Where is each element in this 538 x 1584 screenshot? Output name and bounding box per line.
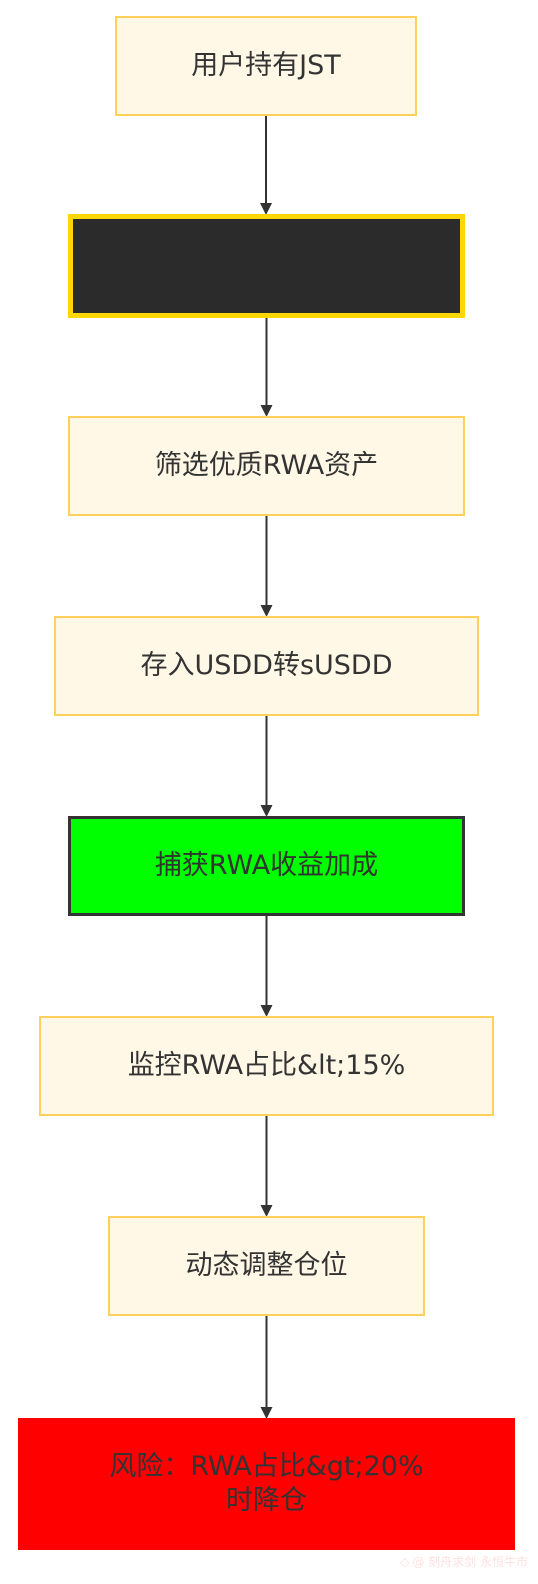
node-adjust-position: 动态调整仓位 <box>108 1216 425 1316</box>
node-user-holds-jst: 用户持有JST <box>115 16 417 116</box>
node-deposit-usdd: 存入USDD转sUSDD <box>54 616 479 716</box>
node-dark-box <box>68 214 465 318</box>
node-label: 动态调整仓位 <box>185 1250 348 1282</box>
node-label: 捕获RWA收益加成 <box>154 850 379 882</box>
watermark-text: @ 刻舟求剑 永恒牛市 <box>412 1555 528 1569</box>
node-label: 风险：RWA占比&gt;20% 时降仓 <box>109 1451 424 1516</box>
node-label: 监控RWA占比&lt;15% <box>127 1050 406 1082</box>
node-label: 用户持有JST <box>191 50 341 82</box>
node-label: 存入USDD转sUSDD <box>140 650 393 682</box>
diamond-icon: ◇ <box>400 1554 410 1569</box>
watermark: ◇ @ 刻舟求剑 永恒牛市 <box>400 1553 528 1570</box>
node-risk-reduce-position: 风险：RWA占比&gt;20% 时降仓 <box>18 1418 515 1550</box>
node-monitor-rwa-ratio: 监控RWA占比&lt;15% <box>39 1016 494 1116</box>
node-label: 筛选优质RWA资产 <box>154 450 379 482</box>
node-capture-rwa-yield: 捕获RWA收益加成 <box>68 816 465 916</box>
node-select-rwa-assets: 筛选优质RWA资产 <box>68 416 465 516</box>
